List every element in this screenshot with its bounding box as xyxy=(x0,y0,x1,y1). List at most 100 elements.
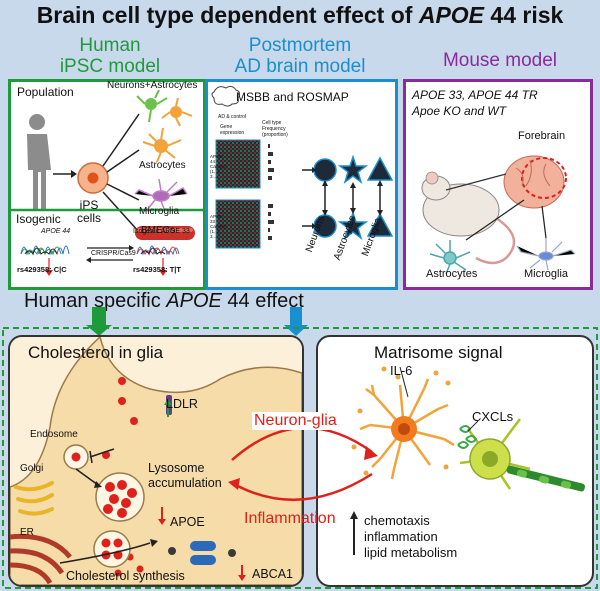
term-chemotaxis: chemotaxis xyxy=(364,513,430,528)
title-prefix: Brain cell type dependent effect of xyxy=(36,2,419,28)
ips-label-line2: cells xyxy=(76,211,101,225)
cholesterol-title: Cholesterol in glia xyxy=(28,343,164,362)
forebrain-label: Forebrain xyxy=(518,130,566,142)
cell-type-frequency-label: Cell type Frequency (proportion) xyxy=(262,120,288,138)
ad-control-label: AD & control xyxy=(218,114,247,120)
mouse-line1: APOE 33, APOE 44 TR xyxy=(412,88,538,102)
matrisome-illustration xyxy=(350,366,585,555)
ips-label-line1: iPS xyxy=(79,198,99,212)
lysosome-line1: Lysosome xyxy=(148,461,205,475)
human-ipsc-illustration xyxy=(11,89,203,276)
neuron-glia-label: Neuron-glia xyxy=(252,412,339,430)
mouse-heading: Mouse model xyxy=(442,50,558,71)
human-heading: Human iPSC model xyxy=(20,35,200,77)
neurons-astrocytes-label: Neurons+Astrocytes xyxy=(107,80,198,91)
postmortem-heading-line2: AD brain model xyxy=(234,56,366,77)
abca1-transporter xyxy=(190,541,216,565)
expression-heatmap-bottom xyxy=(215,199,261,249)
carriers44-label: APOE 44 Carriers (1, 2, 3...) xyxy=(210,154,227,179)
abca1-down-arrow xyxy=(238,565,246,581)
apoe44-label: APOE 44 xyxy=(41,228,71,235)
golgi xyxy=(14,481,54,516)
dashed-frame xyxy=(2,327,598,589)
lysosome-2 xyxy=(93,530,131,568)
mouse-microglia xyxy=(516,238,576,271)
mouse-astrocyte xyxy=(429,240,471,275)
apoe-down-arrow xyxy=(158,507,166,525)
er-label: ER xyxy=(20,527,34,538)
astrocyte-star xyxy=(337,154,369,184)
ldlr-up-arrow xyxy=(164,399,172,417)
human-specific-effect: Human specific APOE 44 effect xyxy=(24,290,304,313)
bmecs-label: BMECs xyxy=(141,225,175,236)
endosome-label: Endosome xyxy=(30,429,78,440)
postmortem-illustration xyxy=(211,85,394,249)
microglia-cell xyxy=(134,178,188,212)
lysosome-1 xyxy=(95,472,145,522)
apoe33-label: Isogenic APOE 33 xyxy=(133,228,190,235)
isogenic-label: Isogenic xyxy=(16,212,61,226)
hse-suffix: 44 effect xyxy=(221,290,304,312)
frequency-bars xyxy=(268,144,274,240)
mouse-figure xyxy=(421,171,516,265)
abca1-label: ABCA1 xyxy=(252,567,293,581)
human-ipsc-panel: Population iPS cells Neurons+Astrocytes … xyxy=(8,79,206,290)
hse-gene: APOE xyxy=(166,290,222,312)
axon xyxy=(506,465,585,492)
green-down-arrow xyxy=(86,307,112,336)
golgi-label: Golgi xyxy=(20,463,44,474)
lysosome-label: Lysosome accumulation xyxy=(148,461,222,491)
title-gene: APOE xyxy=(418,2,485,28)
mouse-illustration xyxy=(421,155,576,275)
mouse-microglia-label: Microglia xyxy=(524,268,569,280)
astrocytes-label: Astrocytes xyxy=(139,160,186,171)
carriers33-label: APOE 33 Carriers (1, 2, 3...) xyxy=(210,214,227,239)
mouse-astrocytes-label: Astrocytes xyxy=(426,268,478,280)
postmortem-heading: Postmortem AD brain model xyxy=(205,35,395,77)
population-label: Population xyxy=(17,85,74,99)
terms-list: chemotaxis inflammation lipid metabolism xyxy=(364,513,457,561)
crispr-label: CRISPR/Cas9 xyxy=(91,250,136,257)
microglia-triangle-2 xyxy=(366,212,394,237)
cholesterol-dots xyxy=(102,377,144,577)
postmortem-panel: MSBB and ROSMAP AD & control Gene expres… xyxy=(205,79,398,290)
terms-up-arrow xyxy=(350,511,358,555)
matrisome-panel: Matrisome signal IL-6 CXCLs chemotaxis i… xyxy=(316,335,594,587)
term-lipid-metabolism: lipid metabolism xyxy=(364,545,458,560)
brain-icon xyxy=(211,85,241,107)
glia-cell-illustration xyxy=(10,337,302,585)
astrocyte-star-2 xyxy=(337,210,369,240)
figure-title: Brain cell type dependent effect of APOE… xyxy=(0,2,600,29)
endosome xyxy=(63,444,89,470)
synthesis-label: Cholesterol synthesis xyxy=(66,569,185,583)
lysosome-line2: accumulation xyxy=(148,476,222,490)
expression-heatmap-top xyxy=(215,139,261,189)
bmec-vessel xyxy=(135,226,195,240)
inflammation-label: Inflammation xyxy=(244,510,336,527)
ldlr-label: LDLR xyxy=(166,397,198,411)
datasets-label: MSBB and ROSMAP xyxy=(236,90,349,104)
matrisome-title: Matrisome signal xyxy=(374,343,503,362)
human-heading-line1: Human xyxy=(79,35,141,56)
astrocyte-cell xyxy=(142,127,182,163)
gene-expression-label: Gene expression xyxy=(220,124,245,136)
il6-label: IL-6 xyxy=(390,363,413,378)
microglia-label: Microglia xyxy=(139,206,180,217)
apoe33-snp: rs429358: T|T xyxy=(133,265,181,274)
title-suffix: 44 risk xyxy=(484,2,564,28)
ips-label: iPS cells xyxy=(69,199,109,225)
person-silhouette xyxy=(27,114,51,210)
term-inflammation: inflammation xyxy=(364,529,438,544)
apoe44-chromatogram xyxy=(20,245,70,256)
mouse-panel: APOE 33, APOE 44 TR Apoe KO and WT Foreb… xyxy=(403,79,593,290)
postmortem-heading-line1: Postmortem xyxy=(248,35,352,56)
hse-prefix: Human specific xyxy=(24,290,167,312)
cxcls-label: CXCLs xyxy=(472,409,514,424)
blue-down-arrow xyxy=(284,307,308,336)
mouse-line2: Apoe KO and WT xyxy=(412,104,507,118)
human-heading-line2: iPSC model xyxy=(59,56,161,77)
apoe44-snp: rs429358: C|C xyxy=(17,265,67,274)
cholesterol-panel: Cholesterol in glia LDLR Endosome Golgi … xyxy=(8,335,304,587)
forebrain-figure xyxy=(503,155,567,209)
